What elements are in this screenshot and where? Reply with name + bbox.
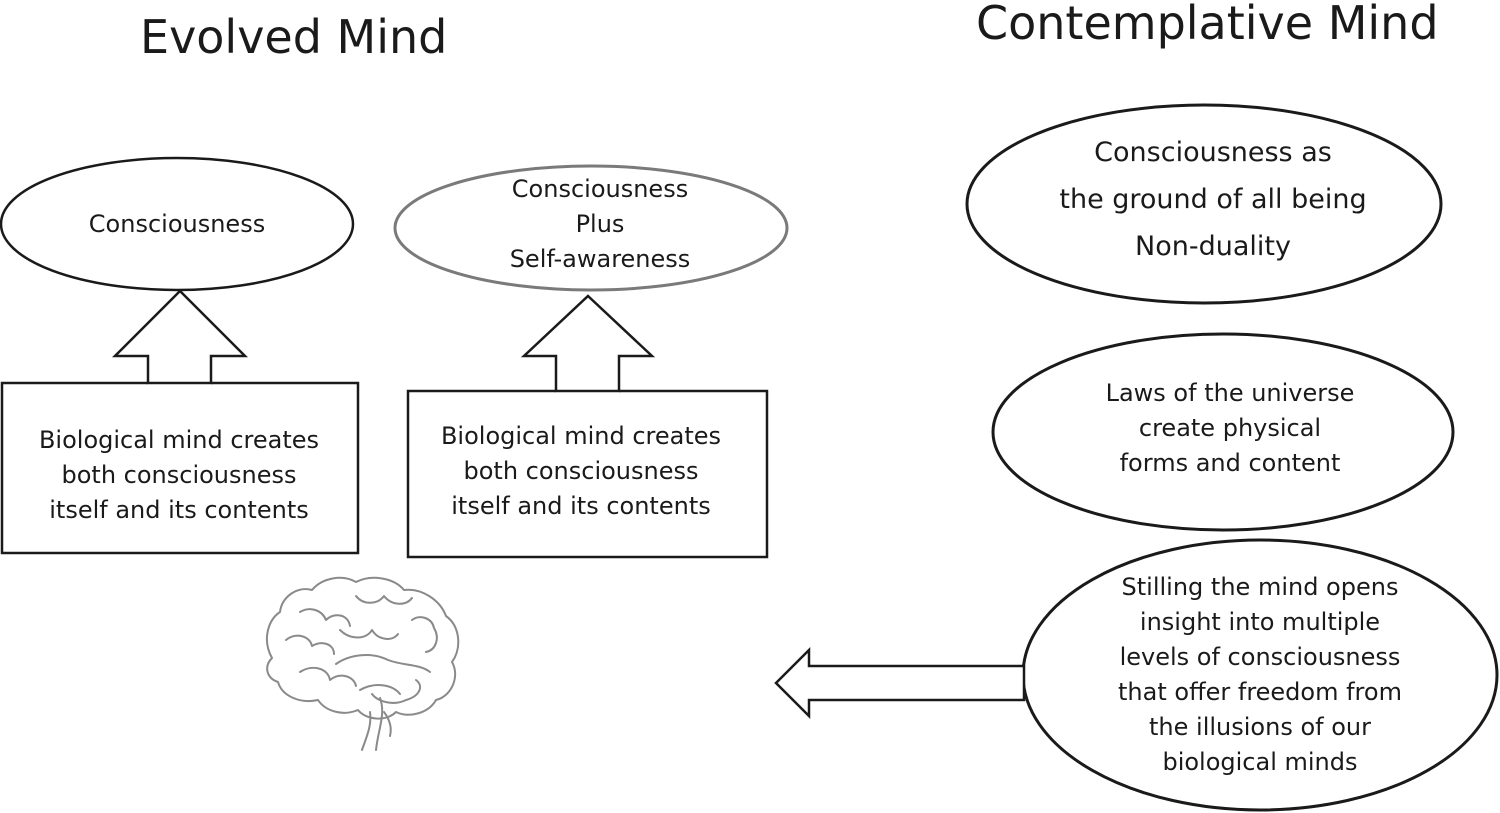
stilling-line-4: that offer freedom from [1118, 678, 1402, 706]
left-up-arrow [111, 289, 249, 385]
left-box-line-2: both consciousness [61, 460, 297, 489]
ground-of-being-ellipse [965, 103, 1443, 305]
right-box-line-2: both consciousness [463, 456, 699, 485]
contemplative-mind-heading: Contemplative Mind [976, 0, 1439, 50]
left-pointing-arrow [774, 646, 1026, 720]
evolved-mind-heading: Evolved Mind [140, 10, 448, 64]
consciousness-line: Consciousness [88, 209, 266, 238]
laws-line-3: forms and content [1119, 448, 1341, 477]
brain-icon [265, 576, 460, 751]
ground-of-being-text: Consciousness as the ground of all being… [1013, 129, 1413, 270]
consciousness-label: Consciousness [27, 189, 327, 259]
stilling-mind-text: Stilling the mind opens insight into mul… [1060, 570, 1460, 780]
stilling-line-2: insight into multiple [1139, 608, 1381, 636]
right-box-text: Biological mind creates both consciousne… [406, 416, 756, 526]
ground-line-3: Non-duality [1135, 231, 1291, 262]
stilling-line-3: levels of consciousness [1119, 643, 1401, 671]
self-awareness-line-1: Consciousness [511, 174, 689, 203]
self-awareness-ellipse [393, 164, 789, 292]
stilling-line-1: Stilling the mind opens [1121, 573, 1399, 601]
right-box-line-1: Biological mind creates [440, 421, 722, 450]
laws-line-1: Laws of the universe [1105, 378, 1355, 407]
self-awareness-line-3: Self-awareness [509, 244, 691, 273]
self-awareness-label: Consciousness Plus Self-awareness [450, 169, 750, 279]
left-box-text: Biological mind creates both consciousne… [4, 420, 354, 530]
left-box-outline [0, 381, 360, 555]
consciousness-ellipse [0, 156, 355, 292]
laws-line-2: create physical [1138, 413, 1322, 442]
laws-of-universe-ellipse [991, 332, 1455, 532]
ground-line-2: the ground of all being [1059, 184, 1367, 215]
left-box-line-3: itself and its contents [49, 495, 309, 524]
stilling-line-5: the illusions of our [1149, 713, 1371, 741]
ground-line-1: Consciousness as [1094, 137, 1332, 168]
right-box-line-3: itself and its contents [451, 491, 711, 520]
left-box-line-1: Biological mind creates [38, 425, 320, 454]
laws-of-universe-text: Laws of the universe create physical for… [1030, 373, 1430, 483]
right-box-outline [406, 389, 769, 559]
self-awareness-line-2: Plus [575, 209, 625, 238]
stilling-line-6: biological minds [1162, 748, 1358, 776]
right-up-arrow [520, 294, 656, 393]
